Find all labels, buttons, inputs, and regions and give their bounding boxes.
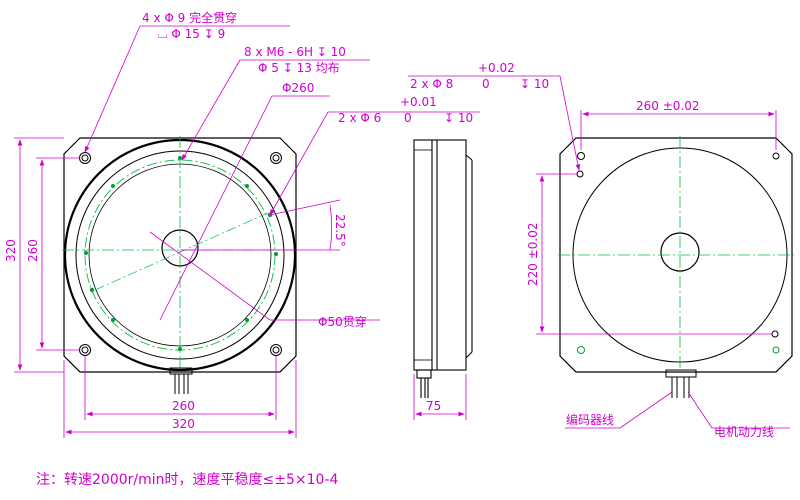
dim-rear-height: 220 ±0.02	[526, 223, 540, 287]
rear-corner-holes	[576, 152, 780, 354]
front-outer-ring	[63, 138, 297, 372]
callout-bolt-circle: Φ260	[282, 81, 314, 95]
side-body	[413, 139, 467, 371]
callout-angle: 22.5°	[333, 214, 347, 247]
side-view	[413, 139, 473, 398]
dim-front-height-outer: 320	[4, 239, 18, 262]
callout-2x-phi6: 2 x Φ 6	[338, 111, 381, 125]
callout-2x-phi6-tol: +0.01	[400, 95, 437, 109]
label-encoder-cable: 编码器线	[566, 412, 614, 427]
callout-8x-tapped: 8 x M6 - 6H ↧ 10	[244, 45, 346, 59]
dim-rear-width: 260 ±0.02	[636, 99, 700, 113]
leader-lines	[84, 25, 790, 429]
callout-2x-phi8-tol-low: 0	[482, 77, 490, 91]
dim-front-height-inner: 260	[26, 239, 40, 262]
dim-side-thickness: 75	[426, 399, 441, 413]
callout-2x-phi6-depth: ↧ 10	[444, 111, 473, 125]
rear-plate-outline	[559, 137, 793, 373]
callout-8x-drill: Φ 5 ↧ 13 均布	[258, 61, 340, 75]
spec-note: 注：转速2000r/min时，速度平稳度≤±5×10-4	[36, 472, 338, 488]
callout-4x-holes: 4 x Φ 9 完全贯穿	[142, 10, 237, 25]
front-view	[62, 136, 298, 394]
dim-front-width-outer: 320	[172, 417, 195, 431]
callout-2x-phi8: 2 x Φ 8	[410, 77, 453, 91]
rear-cable-outlet	[665, 369, 697, 398]
callout-2x-phi8-tol: +0.02	[478, 61, 515, 75]
callout-center-bore: Φ50贯穿	[318, 314, 367, 329]
rear-view	[558, 136, 794, 398]
label-motor-cable: 电机动力线	[714, 425, 774, 439]
front-centerline-diag	[94, 211, 271, 291]
callout-4x-counterbore: ⌴ Φ 15 ↧ 9	[158, 27, 225, 41]
callout-2x-phi6-tol-low: 0	[404, 111, 412, 125]
dim-front-width-inner: 260	[172, 399, 195, 413]
dimension-lines	[14, 110, 777, 438]
front-plate-outline	[63, 137, 297, 373]
callout-2x-phi8-depth: ↧ 10	[520, 77, 549, 91]
front-cable-outlet	[169, 367, 193, 394]
front-tapped-holes	[84, 156, 278, 351]
